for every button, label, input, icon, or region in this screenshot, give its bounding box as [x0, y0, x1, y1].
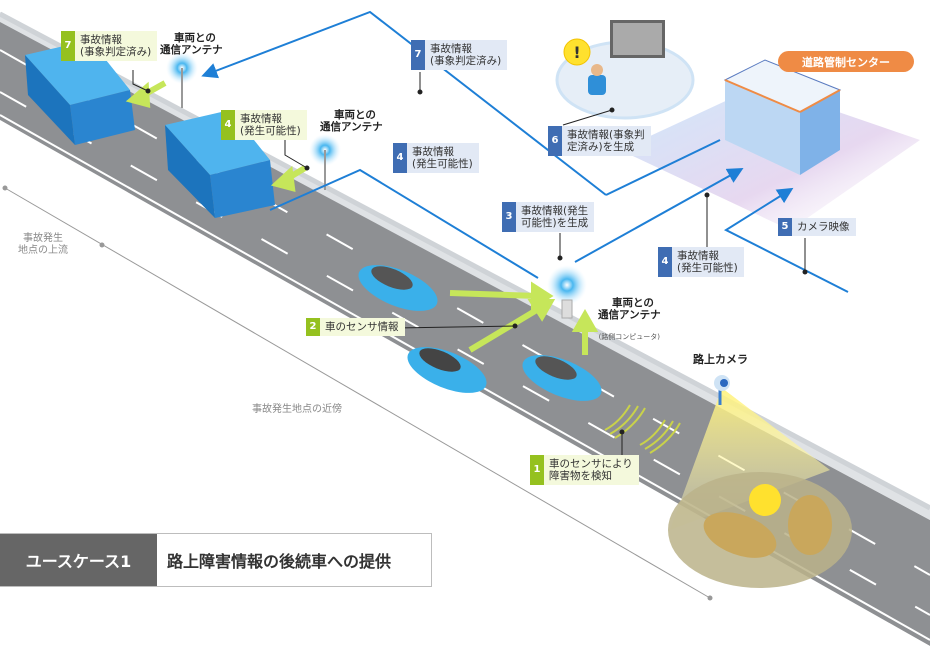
- operator-room-illustration: !: [555, 20, 695, 120]
- zone-divider-line: [4, 187, 711, 599]
- step-number: 4: [393, 143, 407, 173]
- callout-step-1: 1 車のセンサにより 障害物を検知: [530, 455, 639, 485]
- step-number: 1: [530, 455, 544, 485]
- truck: [165, 110, 275, 218]
- use-case-title-bar: ユースケース1 路上障害情報の後続車への提供: [0, 533, 432, 587]
- road-control-center-building: [620, 59, 920, 230]
- callout-step-3: 3 事故情報(発生 可能性)を生成: [502, 202, 595, 232]
- step-number: 4: [658, 247, 672, 277]
- callout-step-7-center: 7 事故情報 (事象判定済み): [411, 40, 508, 70]
- accident-scene: [668, 472, 852, 588]
- antenna-label-roadside-computer: 車両との 通信アンテナ (路側コンピュータ): [598, 297, 661, 341]
- antenna: [547, 265, 587, 319]
- antenna-label: 車両との 通信アンテナ: [320, 109, 383, 133]
- step-text: 事故情報(事象判 定済み)を生成: [562, 126, 651, 156]
- use-case-title: 路上障害情報の後続車への提供: [157, 534, 431, 586]
- antenna-label: 車両との 通信アンテナ: [160, 32, 223, 56]
- step-text: 事故情報 (発生可能性): [672, 247, 744, 277]
- callout-step-7-vehicle: 7 事故情報 (事象判定済み): [61, 31, 158, 61]
- road-camera-label: 路上カメラ: [693, 353, 748, 366]
- step-text: 事故情報 (発生可能性): [407, 143, 479, 173]
- control-center-badge: 道路管制センター: [778, 51, 914, 72]
- step-number: 2: [306, 318, 320, 336]
- callout-step-6: 6 事故情報(事象判 定済み)を生成: [548, 126, 651, 156]
- svg-text:!: !: [573, 43, 580, 62]
- step-number: 7: [61, 31, 75, 61]
- callout-leaders: [132, 70, 808, 455]
- step-text: 車のセンサにより 障害物を検知: [544, 455, 639, 485]
- callout-step-4-antenna: 4 事故情報 (発生可能性): [393, 143, 479, 173]
- truck: [25, 40, 135, 145]
- step-number: 7: [411, 40, 425, 70]
- step-number: 3: [502, 202, 516, 232]
- step-text: 事故情報 (事象判定済み): [75, 31, 158, 61]
- callout-step-5: 5 カメラ映像: [778, 218, 856, 236]
- car: [407, 347, 487, 393]
- step-number: 6: [548, 126, 562, 156]
- step-text: 事故情報(発生 可能性)を生成: [516, 202, 595, 232]
- antenna-sublabel: (路側コンピュータ): [598, 333, 661, 341]
- step-number: 4: [221, 110, 235, 140]
- car: [522, 355, 602, 401]
- sensor-waves: [604, 404, 681, 454]
- step-number: 5: [778, 218, 792, 236]
- antenna: [166, 52, 198, 108]
- step-text: 車のセンサ情報: [320, 318, 405, 336]
- step-text: 事故情報 (事象判定済み): [425, 40, 508, 70]
- use-case-tag: ユースケース1: [0, 534, 157, 586]
- antenna: [309, 134, 341, 190]
- callout-step-2: 2 車のセンサ情報: [306, 318, 405, 336]
- zone-label-vicinity: 事故発生地点の近傍: [252, 404, 342, 415]
- callout-step-4-vehicle: 4 事故情報 (発生可能性): [221, 110, 307, 140]
- zone-label-upstream: 事故発生 地点の上流: [18, 233, 68, 256]
- callout-step-4-center: 4 事故情報 (発生可能性): [658, 247, 744, 277]
- car: [358, 265, 438, 311]
- step-text: 事故情報 (発生可能性): [235, 110, 307, 140]
- step-text: カメラ映像: [792, 218, 856, 236]
- green-arrows: [125, 80, 599, 355]
